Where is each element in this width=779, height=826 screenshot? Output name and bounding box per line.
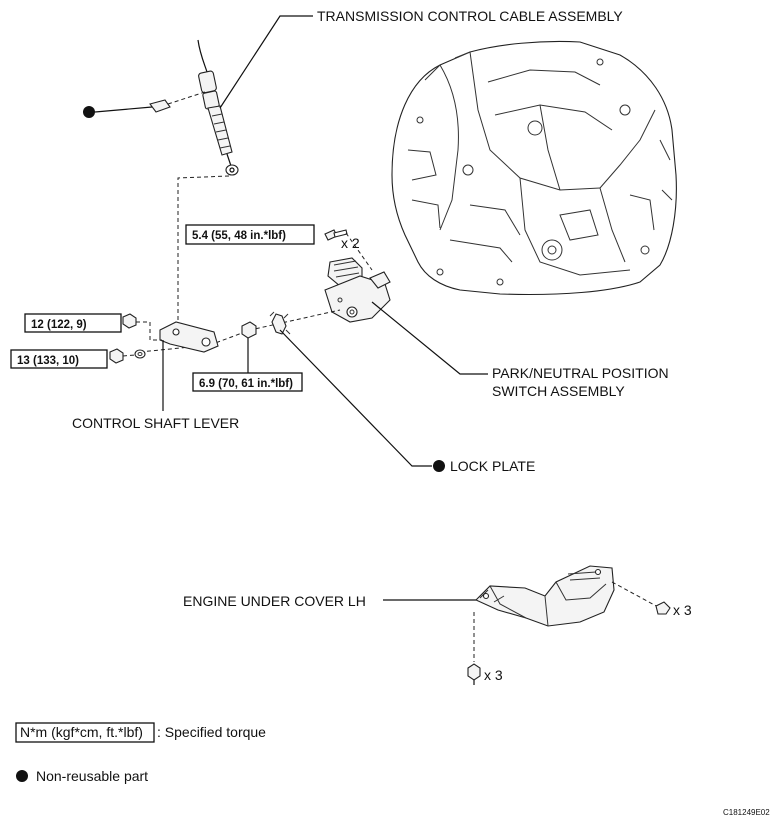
legend-non-reusable-mark [16, 770, 28, 782]
figure-code: C181249E02 [723, 808, 770, 817]
torque-lever-nut-upper: 12 (122, 9) [31, 319, 87, 331]
lock-plate-part [269, 311, 291, 335]
leader-transmission-cable [219, 15, 313, 109]
non-reusable-mark-clip [83, 106, 95, 118]
lever-washer [134, 349, 146, 359]
cover-clip-bottom [467, 663, 481, 685]
lever-nut-upper [122, 313, 137, 329]
transaxle-housing-illustration [391, 40, 677, 296]
torque-box-switch-bolt [185, 224, 315, 245]
legend-non-reusable-text: Non-reusable part [36, 768, 148, 784]
pn-switch-label-line2: SWITCH ASSEMBLY [492, 383, 625, 399]
transmission-control-cable [197, 39, 239, 176]
transmission-cable-label: TRANSMISSION CONTROL CABLE ASSEMBLY [317, 8, 623, 24]
leader-pn-switch [371, 301, 488, 375]
legend-torque-box [15, 722, 155, 743]
lever-nut-lower [109, 348, 124, 364]
torque-box-lever-nut-upper [24, 313, 122, 333]
control-shaft-lever-part [159, 321, 219, 353]
switch-bolt-quantity: x 2 [341, 235, 360, 251]
park-neutral-position-switch [324, 257, 391, 323]
engine-under-cover-part [475, 565, 615, 627]
torque-box-shaft-nut [192, 372, 303, 392]
legend-torque-units: N*m (kgf*cm, ft.*lbf) [20, 724, 143, 740]
cable-clip [149, 91, 206, 113]
cover-clip-bottom-quantity: x 3 [484, 667, 503, 683]
leader-lock-plate [279, 329, 432, 467]
cover-clip-right-quantity: x 3 [673, 602, 692, 618]
torque-box-lever-nut-lower [10, 349, 108, 369]
torque-shaft-nut: 6.9 (70, 61 in.*lbf) [199, 378, 293, 390]
shaft-nut [241, 321, 257, 339]
legend-torque-text: : Specified torque [157, 724, 266, 740]
non-reusable-mark-lock-plate [433, 460, 445, 472]
engine-under-cover-label: ENGINE UNDER COVER LH [183, 593, 366, 609]
lock-plate-label: LOCK PLATE [450, 458, 535, 474]
pn-switch-label-line1: PARK/NEUTRAL POSITION [492, 365, 669, 381]
cover-clip-right [655, 601, 671, 615]
torque-switch-bolt: 5.4 (55, 48 in.*lbf) [192, 230, 286, 242]
torque-lever-nut-lower: 13 (133, 10) [17, 355, 79, 367]
control-shaft-lever-label: CONTROL SHAFT LEVER [72, 415, 239, 431]
